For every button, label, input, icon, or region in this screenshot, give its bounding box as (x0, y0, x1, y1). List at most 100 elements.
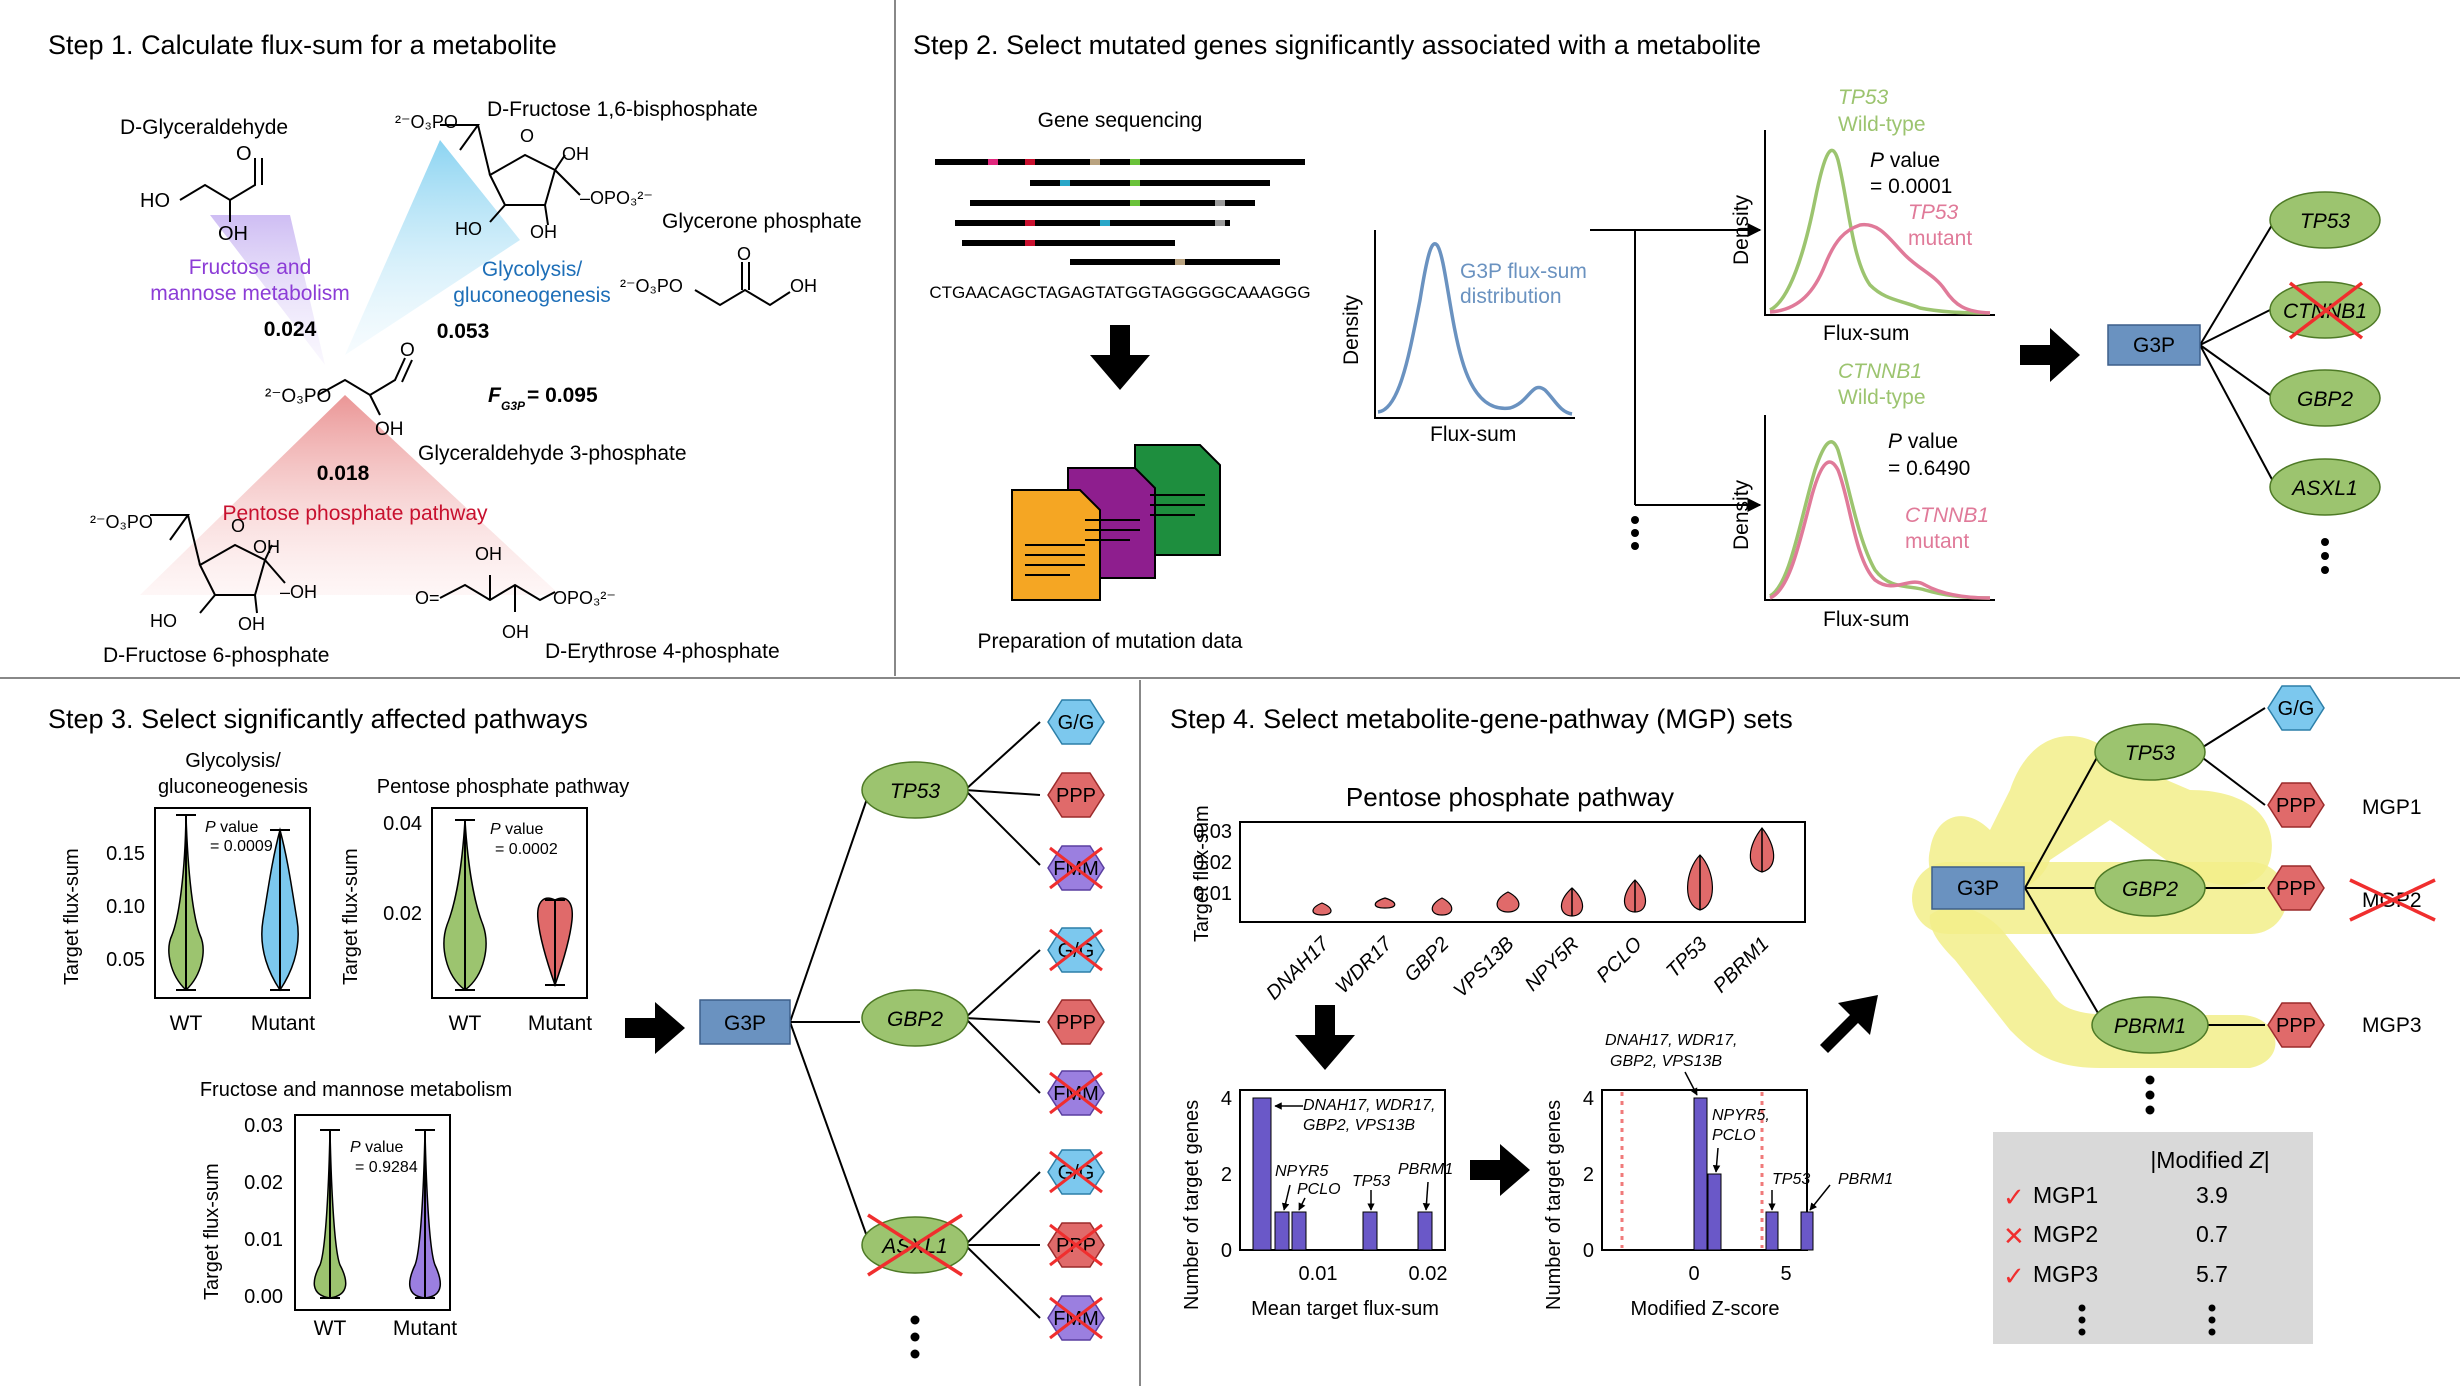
step2-title: Step 2. Select mutated genes significant… (913, 30, 1761, 60)
row2-value: 0.7 (2196, 1221, 2228, 1247)
tp53-p-label: P value (1870, 149, 1940, 172)
g3p-structure (317, 357, 413, 416)
hist1-ann-a1: DNAH17, WDR17, (1303, 1097, 1435, 1114)
step3-title: Step 3. Select significantly affected pa… (48, 704, 588, 734)
f6p-name: D-Fructose 6-phosphate (103, 644, 329, 667)
hist1-xtick-0: 0.01 (1299, 1263, 1338, 1285)
hist1-ann-npyr5: NPYR5 (1275, 1163, 1328, 1180)
e4p-opo3: OPO₃²⁻ (553, 588, 616, 608)
dna-sequence: CTGAACAGCTAGAGTATGGTAGGGGCAAAGGG (929, 283, 1310, 302)
hex-ppp-2-label: PPP (1056, 1012, 1096, 1034)
violin-gene-dnah17: DNAH17 (1262, 932, 1334, 1004)
prep-label: Preparation of mutation data (977, 630, 1242, 653)
violin-gg-ylabel: Target flux-sum (61, 848, 83, 985)
ctnnb1-xlabel: Flux-sum (1823, 608, 1909, 631)
step4-panel: Step 4. Select metabolite-gene-pathway (… (1170, 685, 2436, 1344)
f6p-oh3: OH (238, 614, 265, 634)
hex-gg-2: G/G (1047, 927, 1105, 973)
dist-label-1: G3P flux-sum (1460, 260, 1587, 283)
step3-network: G3P TP53 GBP2 ASXL1 G/G PPP FMM (699, 699, 1105, 1359)
violin-gg-ytick-1: 0.10 (106, 896, 145, 918)
step2-panel: Step 2. Select mutated genes significant… (913, 30, 2381, 653)
mgp-network: G3P TP53 GBP2 PBRM1 G/G PPP PPP PPP (1912, 685, 2436, 1115)
violin-gene-wdr17: WDR17 (1331, 932, 1397, 998)
row2-name: MGP2 (2033, 1221, 2098, 1247)
fbp-o3po: ²⁻O₃PO (395, 112, 458, 132)
violin-fmm-p-label: P value (350, 1139, 403, 1156)
glyceraldehyde-structure (179, 158, 263, 222)
g3p-o3po: ²⁻O₃PO (265, 386, 331, 407)
total-flux-sum: F G3P = 0.095 (488, 384, 598, 413)
dhap-oh: OH (790, 276, 817, 296)
step1-title: Step 1. Calculate flux-sum for a metabol… (48, 30, 557, 60)
hex-ppp-mgp2: PPP (2267, 865, 2325, 911)
hist2-xlabel: Modified Z-score (1631, 1298, 1780, 1320)
hex-ppp-1-label: PPP (1056, 785, 1096, 807)
mgp-result-table: |Modified Z| ✓ MGP1 3.9 ✕ MGP2 0.7 ✓ MGP… (1993, 1132, 2313, 1344)
gene-asxl1-step2: ASXL1 (2290, 477, 2357, 500)
table-header: |Modified Z| (2150, 1147, 2269, 1173)
gene-tp53-step4: TP53 (2125, 742, 2176, 765)
tp53-mut-label: mutant (1908, 227, 1972, 250)
hist1-ann-pclo: PCLO (1297, 1181, 1341, 1198)
row1-name: MGP1 (2033, 1182, 2098, 1208)
dist-xlabel: Flux-sum (1430, 423, 1516, 446)
tp53-ylabel: Density (1730, 194, 1753, 265)
g3p-name: Glyceraldehyde 3-phosphate (418, 442, 687, 465)
violin-gg-title-1: Glycolysis/ (185, 750, 281, 772)
hex-ppp-2: PPP (1047, 999, 1105, 1045)
violin-fmm-mutant: Mutant (393, 1317, 457, 1340)
hex-gg-1: G/G (1047, 699, 1105, 745)
violin-ppp-ytick-0: 0.04 (383, 813, 422, 835)
gg-label-1: Glycolysis/ (482, 258, 583, 281)
e4p-o: O= (415, 588, 440, 608)
violin-gene-npy5r: NPY5R (1521, 933, 1584, 996)
tp53-p-value: = 0.0001 (1870, 175, 1952, 198)
violin-fmm-ytick-2: 0.01 (244, 1229, 283, 1251)
ctnnb1-cross-icon (2288, 281, 2364, 340)
violin-ppp-ylabel: Target flux-sum (340, 848, 362, 985)
violin-fmm-ytick-1: 0.02 (244, 1172, 283, 1194)
violin-ppp-ytick-1: 0.02 (383, 903, 422, 925)
g3p-o: O (400, 340, 415, 361)
hist1-xlabel: Mean target flux-sum (1251, 1298, 1439, 1320)
histogram-mean-flux: 4 2 0 0.01 0.02 Mean target flux-sum Num… (1181, 1088, 1453, 1320)
dhap-name: Glycerone phosphate (662, 210, 862, 233)
f6p-oh1: OH (253, 537, 280, 557)
total-label: F (488, 384, 502, 407)
violin-gene-pclo: PCLO (1592, 933, 1646, 987)
hex-fmm-3: FMM (1047, 1295, 1105, 1341)
step4-title: Step 4. Select metabolite-gene-pathway (… (1170, 704, 1793, 734)
hist2-ytick-0: 4 (1583, 1088, 1594, 1110)
violin-ppp: Pentose phosphate pathway P value = 0.00… (340, 776, 629, 1035)
violin-gg: Glycolysis/ gluconeogenesis P value = 0.… (61, 750, 315, 1035)
right-arrow-step3 (625, 1002, 685, 1054)
violin-gene-tp53: TP53 (1662, 933, 1711, 982)
violin-gg-p-label: P value (205, 819, 258, 836)
violin-fmm: Fructose and mannose metabolism P value … (200, 1079, 512, 1340)
gene-gbp2-step3: GBP2 (887, 1008, 943, 1031)
glyceraldehyde-o: O (236, 143, 252, 165)
gene-tp53-step2: TP53 (2300, 210, 2351, 233)
row1-value: 3.9 (2196, 1182, 2228, 1208)
row1-mark: ✓ (2003, 1182, 2025, 1212)
violin-ppp-p-label: P value (490, 821, 543, 838)
hist1-xtick-1: 0.02 (1409, 1263, 1448, 1285)
ctnnb1-density-plot: CTNNB1 Wild-type P value = 0.6490 CTNNB1… (1730, 360, 1995, 631)
hex-ppp-mgp1-label: PPP (2276, 795, 2316, 817)
down-arrow-step2 (1090, 325, 1150, 390)
hist2-ann-npyr5: NPYR5, (1712, 1107, 1770, 1124)
gg-label-2: gluconeogenesis (453, 284, 611, 307)
hist2-ann-a1: DNAH17, WDR17, (1605, 1032, 1737, 1049)
gene-gbp2-step4: GBP2 (2122, 878, 2178, 901)
ppp-violin-title: Pentose phosphate pathway (1346, 782, 1674, 812)
glyceraldehyde-oh: OH (218, 223, 248, 245)
row3-mark: ✓ (2003, 1261, 2025, 1291)
hex-ppp-mgp2-label: PPP (2276, 878, 2316, 900)
violin-fmm-title: Fructose and mannose metabolism (200, 1079, 512, 1101)
e4p-structure (439, 575, 556, 612)
glyceraldehyde-ho: HO (140, 190, 170, 212)
ctnnb1-ylabel: Density (1730, 479, 1753, 550)
g3p-node-label-step2: G3P (2133, 334, 2175, 357)
